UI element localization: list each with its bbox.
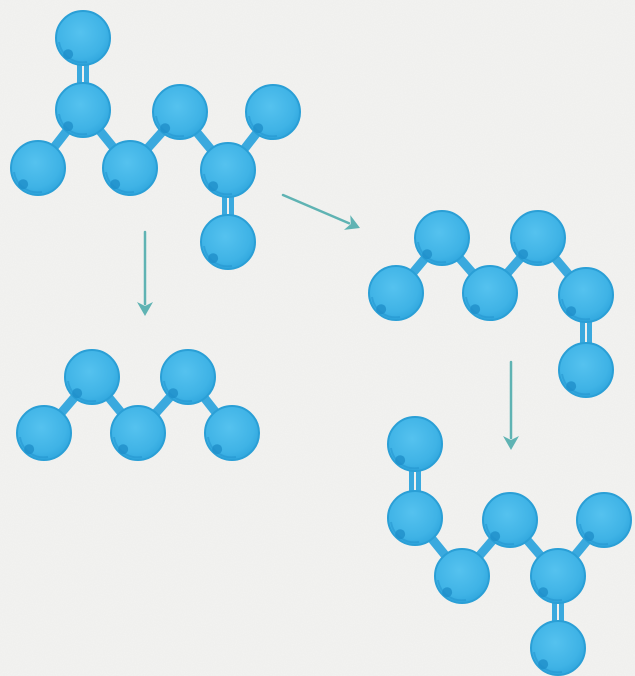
atom-edge-shade — [58, 113, 88, 136]
atom-edge-shade — [513, 241, 543, 264]
arrow-head — [343, 215, 360, 230]
atom-watercolor-spot — [538, 659, 549, 670]
atom-edge-shade — [155, 115, 185, 138]
atom-watercolor-spot — [118, 444, 129, 455]
atom-edge-shade — [203, 245, 233, 268]
arrow-head — [137, 302, 153, 316]
atom — [462, 265, 518, 321]
atom-watercolor-spot — [208, 181, 219, 192]
atom — [558, 267, 614, 323]
atom — [530, 548, 586, 604]
atom — [16, 405, 72, 461]
atom — [204, 405, 260, 461]
atom-watercolor-spot — [63, 121, 74, 132]
atom-edge-shade — [58, 41, 88, 64]
atom-watercolor-spot — [395, 529, 406, 540]
atom-watercolor-spot — [566, 381, 577, 392]
atom-watercolor-spot — [72, 388, 83, 399]
atom-edge-shade — [465, 296, 495, 319]
atom — [414, 210, 470, 266]
atom-edge-shade — [19, 436, 49, 459]
atom-watercolor-spot — [376, 304, 387, 315]
atom-edge-shade — [13, 171, 43, 194]
molecule-bottom-right — [387, 416, 632, 676]
atom-edge-shade — [437, 579, 467, 602]
atom-edge-shade — [113, 436, 143, 459]
atom — [245, 84, 301, 140]
atom-edge-shade — [163, 380, 193, 403]
atom-edge-shade — [390, 521, 420, 544]
arrow-head — [503, 436, 519, 450]
molecules-layer — [10, 10, 632, 676]
arrow-diagonal — [281, 193, 360, 230]
atom — [64, 349, 120, 405]
atom-edge-shade — [105, 171, 135, 194]
atom-edge-shade — [579, 523, 609, 546]
atom — [387, 490, 443, 546]
atom-watercolor-spot — [538, 587, 549, 598]
arrows-layer — [137, 193, 519, 450]
atom — [10, 140, 66, 196]
atom-edge-shade — [248, 115, 278, 138]
atom — [102, 140, 158, 196]
atom-watercolor-spot — [442, 587, 453, 598]
atom-edge-shade — [371, 296, 401, 319]
atom-watercolor-spot — [110, 179, 121, 190]
atom — [200, 214, 256, 270]
atom-edge-shade — [417, 241, 447, 264]
atom-edge-shade — [207, 436, 237, 459]
atom — [510, 210, 566, 266]
atom-watercolor-spot — [160, 123, 171, 134]
atom-edge-shade — [533, 579, 563, 602]
atom-edge-shade — [203, 173, 233, 196]
atom — [576, 492, 632, 548]
molecule-top-left — [10, 10, 301, 270]
atom — [200, 142, 256, 198]
atom — [558, 342, 614, 398]
atom — [160, 349, 216, 405]
atom-edge-shade — [67, 380, 97, 403]
atom — [530, 620, 586, 676]
atom-watercolor-spot — [212, 444, 223, 455]
molecule-right-middle — [368, 210, 614, 398]
atom-edge-shade — [533, 651, 563, 674]
atom-edge-shade — [561, 298, 591, 321]
atom-watercolor-spot — [395, 455, 406, 466]
atom-watercolor-spot — [208, 253, 219, 264]
atom-watercolor-spot — [168, 388, 179, 399]
atom-edge-shade — [561, 373, 591, 396]
atom-edge-shade — [390, 447, 420, 470]
atom-watercolor-spot — [584, 531, 595, 542]
atom-watercolor-spot — [24, 444, 35, 455]
molecule-bottom-left — [16, 349, 260, 461]
arrow-shaft — [281, 193, 351, 225]
atom-watercolor-spot — [253, 123, 264, 134]
atom-watercolor-spot — [470, 304, 481, 315]
atom-edge-shade — [485, 523, 515, 546]
atom — [110, 405, 166, 461]
atom — [368, 265, 424, 321]
arrow-down-right — [503, 360, 519, 450]
atom-watercolor-spot — [490, 531, 501, 542]
arrow-down-left — [137, 230, 153, 316]
atom-watercolor-spot — [18, 179, 29, 190]
atom — [482, 492, 538, 548]
atom-watercolor-spot — [422, 249, 433, 260]
atom — [152, 84, 208, 140]
atom — [387, 416, 443, 472]
atom — [434, 548, 490, 604]
atom — [55, 82, 111, 138]
atom-watercolor-spot — [566, 306, 577, 317]
atom-watercolor-spot — [518, 249, 529, 260]
atom-watercolor-spot — [63, 49, 74, 60]
atom — [55, 10, 111, 66]
